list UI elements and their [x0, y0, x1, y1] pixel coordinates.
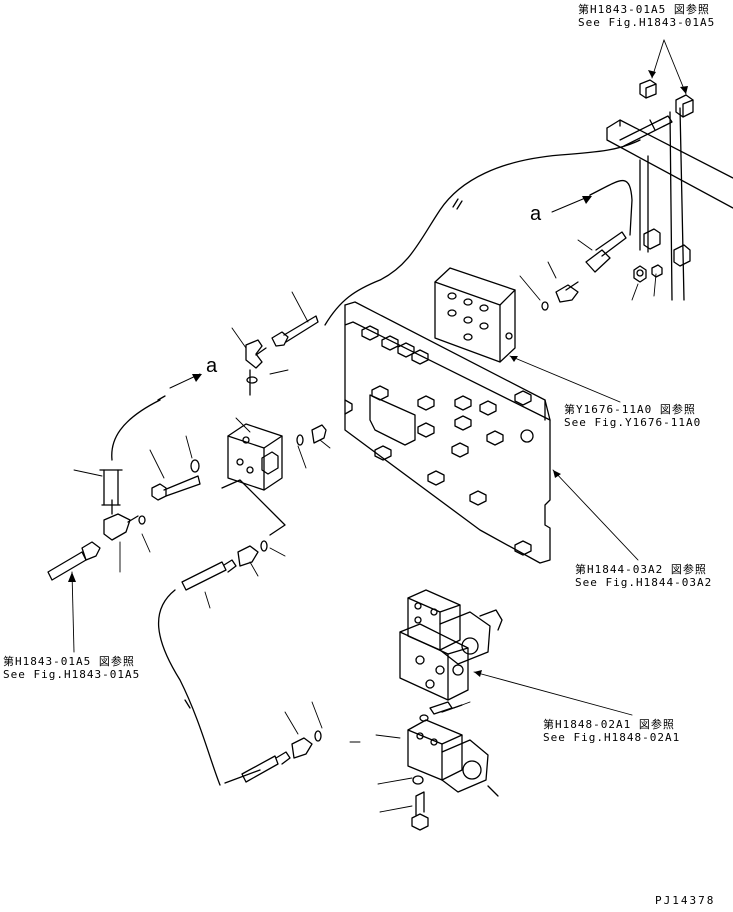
leader-arrowheads: [68, 70, 688, 677]
solenoid-valve-lower: [407, 719, 499, 831]
hose-lines: [111, 139, 641, 786]
bracket-panel: [344, 301, 551, 564]
ref-en: See Fig.H1843-01A5: [3, 668, 141, 681]
ref-jp: 第H1843-01A5 図参照: [3, 655, 135, 668]
elbow-fitting: [245, 339, 267, 384]
ref-label-h1848: 第H1848-02A1 図参照 See Fig.H1848-02A1: [543, 718, 680, 744]
small-seals: [419, 701, 463, 722]
ref-jp: 第H1844-03A2 図参照: [575, 563, 707, 576]
drawing-code: PJ14378: [655, 894, 716, 907]
ref-jp: 第Y1676-11A0 図参照: [564, 403, 696, 416]
hose-fitting-upper: [271, 315, 319, 347]
ref-en: See Fig.H1844-03A2: [575, 576, 713, 589]
view-arrows: [169, 195, 591, 389]
ref-label-y1676: 第Y1676-11A0 図参照 See Fig.Y1676-11A0: [564, 403, 701, 429]
manifold-block: [434, 267, 516, 363]
ref-en: See Fig.Y1676-11A0: [564, 416, 702, 429]
view-arrowheads: [192, 196, 592, 382]
tee-fitting: [47, 469, 146, 581]
leader-lines: [71, 39, 687, 813]
solenoid-valve-upper: [399, 589, 503, 701]
ref-en: See Fig.H1848-02A1: [543, 731, 681, 744]
adapters-upper: [541, 231, 627, 311]
view-marker-a-right: a: [530, 203, 542, 225]
frame-rails: [606, 107, 733, 301]
ref-en: See Fig.H1843-01A5: [578, 16, 716, 29]
valve-block: [227, 423, 327, 491]
ref-label-h1844: 第H1844-03A2 図参照 See Fig.H1844-03A2: [575, 563, 712, 589]
bolt-washer-left: [151, 459, 201, 501]
middle-hoses: [181, 540, 268, 591]
upper-right-clips: [619, 79, 694, 283]
lower-hose-fittings: [241, 730, 322, 783]
ref-jp: 第H1848-02A1 図参照: [543, 718, 675, 731]
view-marker-a-left: a: [206, 355, 218, 377]
ref-jp: 第H1843-01A5 図参照: [578, 3, 710, 16]
ref-label-top-right: 第H1843-01A5 図参照 See Fig.H1843-01A5: [578, 3, 715, 29]
ref-label-bottom-left: 第H1843-01A5 図参照 See Fig.H1843-01A5: [3, 655, 140, 681]
